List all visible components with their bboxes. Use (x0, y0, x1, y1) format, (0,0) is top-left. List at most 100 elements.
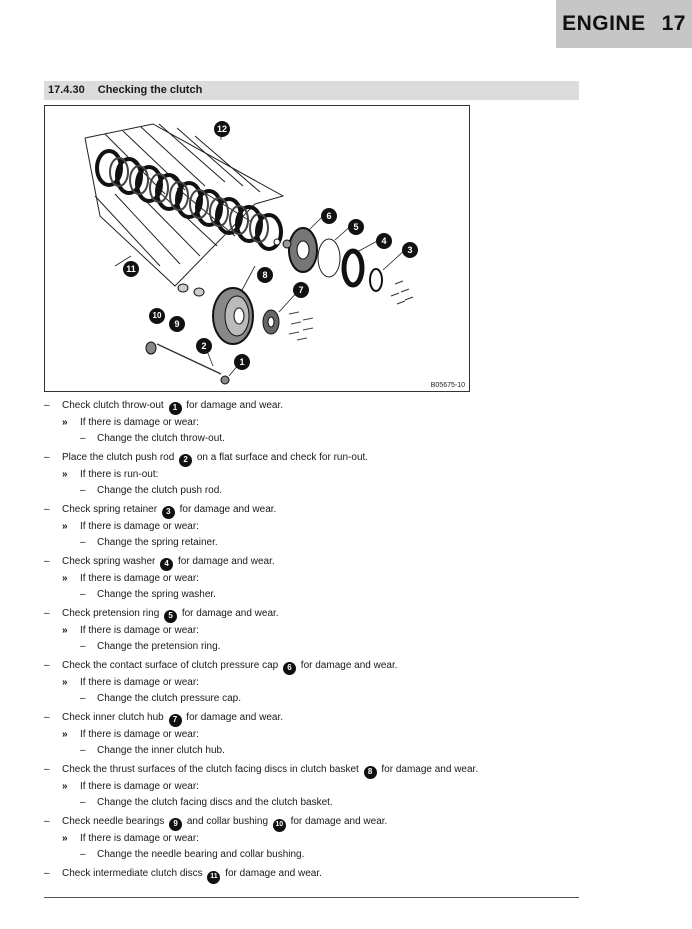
step-action: –Change the clutch throw-out. (44, 431, 604, 448)
step-instruction: –Check the thrust surfaces of the clutch… (44, 762, 604, 779)
step-condition: »If there is damage or wear: (44, 675, 604, 691)
needle-bearings (177, 283, 205, 297)
step-condition: »If there is damage or wear: (44, 415, 604, 431)
list-dash: – (44, 400, 50, 411)
step-9: –Check needle bearings 9 and collar bush… (44, 814, 604, 864)
step-action: –Change the clutch push rod. (44, 483, 604, 500)
list-dash: – (80, 693, 86, 704)
step-3: –Check spring retainer 3 for damage and … (44, 502, 604, 552)
step-condition: »If there is damage or wear: (44, 779, 604, 795)
hub-bolts (288, 311, 314, 341)
step-instruction: –Check inner clutch hub 7 for damage and… (44, 710, 604, 727)
badge-6: 6 (283, 661, 297, 675)
step-instruction: –Check pretension ring 5 for damage and … (44, 606, 604, 623)
step-instruction: –Check spring washer 4 for damage and we… (44, 554, 604, 571)
arrow-icon: » (62, 781, 68, 792)
list-dash: – (44, 504, 50, 515)
step-1: –Check clutch throw-out 1 for damage and… (44, 398, 604, 448)
arrow-icon: » (62, 677, 68, 688)
badge-5: 5 (164, 609, 178, 623)
clutch-basket (212, 287, 254, 345)
badge-9: 9 (169, 817, 183, 831)
callout-5: 5 (348, 215, 364, 235)
badge-7: 7 (168, 713, 182, 727)
list-dash: – (80, 797, 86, 808)
step-action: –Change the needle bearing and collar bu… (44, 847, 604, 864)
step-10: –Check intermediate clutch discs 11 for … (44, 866, 604, 884)
arrow-icon: » (62, 417, 68, 428)
badge-3: 3 (161, 505, 175, 519)
step-2: –Place the clutch push rod 2 on a flat s… (44, 450, 604, 500)
step-instruction: –Place the clutch push rod 2 on a flat s… (44, 450, 604, 467)
leader-lines (114, 125, 408, 377)
step-6: –Check the contact surface of clutch pre… (44, 658, 604, 708)
step-condition: »If there is run-out: (44, 467, 604, 483)
callout-4: 4 (376, 229, 392, 249)
callout-1: 1 (234, 350, 250, 370)
callout-2: 2 (196, 334, 212, 354)
figure-code: B05675-10 (430, 382, 465, 389)
callout-11: 11 (123, 257, 139, 277)
step-condition: »If there is damage or wear: (44, 519, 604, 535)
badge-10: 10 (272, 818, 286, 832)
badge-1: 1 (168, 401, 182, 415)
pretension-ring (317, 238, 341, 278)
stack-frame-lower (84, 137, 256, 287)
retainer-screws (390, 280, 414, 305)
step-instruction: –Check needle bearings 9 and collar bush… (44, 814, 604, 832)
callout-6: 6 (321, 204, 337, 224)
section-title: Checking the clutch (97, 84, 203, 96)
list-dash: – (80, 849, 86, 860)
footer-rule (44, 897, 579, 898)
arrow-icon: » (62, 573, 68, 584)
list-dash: – (44, 452, 50, 463)
list-dash: – (80, 745, 86, 756)
section-number: 17.4.30 (48, 84, 85, 96)
callout-3: 3 (402, 238, 418, 258)
arrow-icon: » (62, 625, 68, 636)
list-dash: – (80, 537, 86, 548)
arrow-icon: » (62, 469, 68, 480)
clutch-exploded-figure: 12 11 6 5 4 3 8 7 10 9 2 1 B05675-10 (44, 105, 470, 392)
section-heading: 17.4.30 Checking the clutch (44, 81, 579, 100)
arrow-icon: » (62, 833, 68, 844)
friction-discs (95, 149, 283, 251)
step-4: –Check spring washer 4 for damage and we… (44, 554, 604, 604)
callout-8: 8 (257, 263, 273, 283)
step-action: –Change the spring retainer. (44, 535, 604, 552)
spring-retainer (369, 268, 383, 292)
steel-discs (109, 157, 269, 243)
badge-11: 11 (207, 870, 221, 884)
step-7: –Check inner clutch hub 7 for damage and… (44, 710, 604, 760)
callout-12: 12 (214, 117, 230, 137)
callout-7: 7 (293, 278, 309, 298)
clutch-exploded-drawing (84, 123, 414, 385)
arrow-icon: » (62, 729, 68, 740)
list-dash: – (44, 764, 50, 775)
step-condition: »If there is damage or wear: (44, 623, 604, 639)
spring-washer (341, 248, 365, 288)
arrow-icon: » (62, 521, 68, 532)
step-condition: »If there is damage or wear: (44, 831, 604, 847)
step-5: –Check pretension ring 5 for damage and … (44, 606, 604, 656)
list-dash: – (80, 485, 86, 496)
throw-out-and-push-rod (145, 341, 230, 385)
list-dash: – (44, 868, 50, 879)
list-dash: – (44, 608, 50, 619)
stack-frame (84, 123, 285, 205)
list-dash: – (80, 589, 86, 600)
list-dash: – (44, 816, 50, 827)
list-dash: – (44, 712, 50, 723)
step-action: –Change the spring washer. (44, 587, 604, 604)
step-condition: »If there is damage or wear: (44, 727, 604, 743)
step-condition: »If there is damage or wear: (44, 571, 604, 587)
step-instruction: –Check the contact surface of clutch pre… (44, 658, 604, 675)
step-action: –Change the pretension ring. (44, 639, 604, 656)
chapter-title: ENGINE (562, 12, 646, 35)
list-dash: – (80, 433, 86, 444)
step-8: –Check the thrust surfaces of the clutch… (44, 762, 604, 812)
inner-clutch-hub (262, 309, 280, 335)
step-action: –Change the clutch facing discs and the … (44, 795, 604, 812)
step-action: –Change the clutch pressure cap. (44, 691, 604, 708)
list-dash: – (44, 556, 50, 567)
